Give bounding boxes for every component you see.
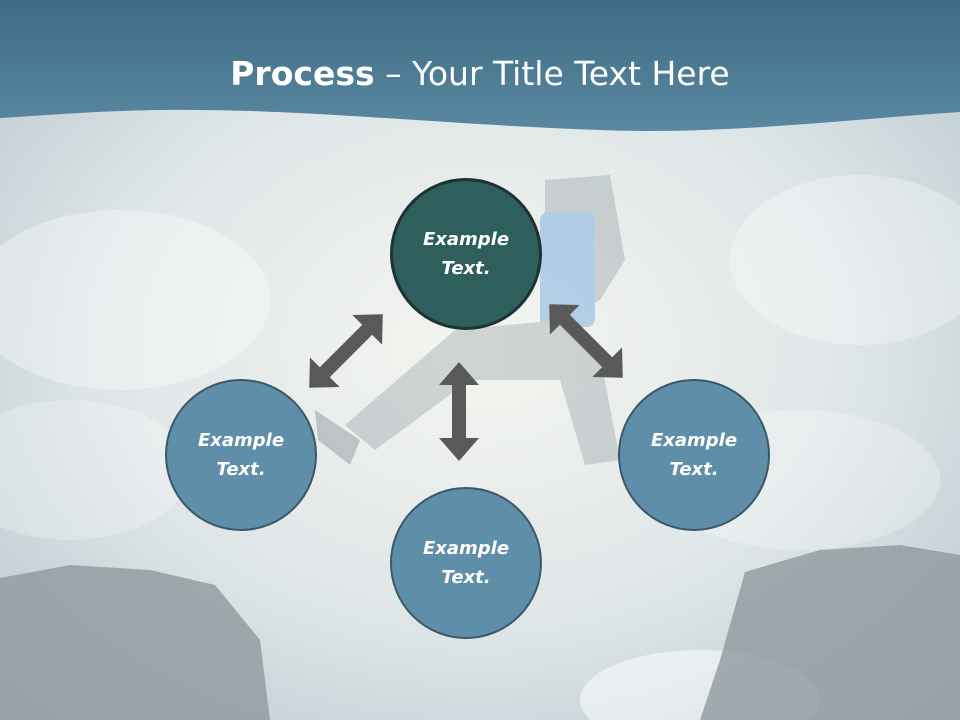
left-cliff bbox=[0, 565, 270, 720]
title-rest: – Your Title Text Here bbox=[374, 54, 730, 93]
process-node-right[interactable]: Example Text. bbox=[618, 379, 770, 531]
node-line-2: Text. bbox=[669, 459, 719, 480]
double-arrow-left bbox=[309, 314, 383, 388]
cloud bbox=[0, 210, 270, 390]
process-node-left[interactable]: Example Text. bbox=[165, 379, 317, 531]
node-line-2: Text. bbox=[441, 567, 491, 588]
double-arrow-vertical bbox=[439, 362, 479, 461]
node-line-1: Example bbox=[197, 430, 285, 451]
node-line-2: Text. bbox=[441, 258, 491, 279]
double-arrow-right bbox=[549, 304, 623, 378]
cloud bbox=[730, 175, 960, 345]
header-band bbox=[0, 0, 960, 131]
node-text: Example Text. bbox=[651, 426, 737, 484]
node-line-2: Text. bbox=[216, 459, 266, 480]
node-text: Example Text. bbox=[423, 225, 509, 283]
process-node-top[interactable]: Example Text. bbox=[390, 178, 542, 330]
cloud bbox=[0, 400, 190, 540]
title-bold: Process bbox=[230, 54, 375, 93]
node-text: Example Text. bbox=[198, 426, 284, 484]
jumping-man-figure bbox=[315, 175, 625, 465]
node-text: Example Text. bbox=[423, 534, 509, 592]
right-cliff bbox=[700, 545, 960, 720]
slide-title: Process – Your Title Text Here bbox=[0, 52, 960, 96]
node-line-1: Example bbox=[650, 430, 738, 451]
node-line-1: Example bbox=[422, 229, 510, 250]
node-line-1: Example bbox=[422, 538, 510, 559]
process-node-bottom[interactable]: Example Text. bbox=[390, 487, 542, 639]
